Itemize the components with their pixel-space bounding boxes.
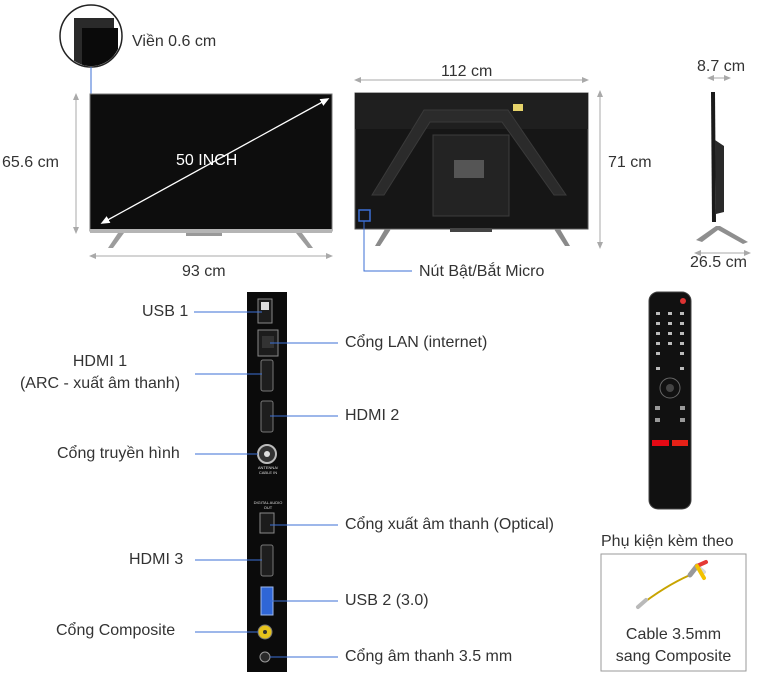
audio35-label: Cổng âm thanh 3.5 mm [345, 648, 513, 665]
side-depth-bottom-label: 26.5 cm [690, 254, 747, 271]
tv-front-icon [89, 93, 333, 248]
usb2-label: USB 2 (3.0) [345, 592, 429, 609]
back-height-label: 71 cm [608, 154, 652, 171]
composite-label: Cổng Composite [56, 622, 176, 639]
bezel-label: Viền 0.6 cm [132, 33, 217, 50]
port-connector-lines [194, 311, 338, 658]
side-depth-top-label: 8.7 cm [697, 58, 746, 75]
cable-icon [636, 560, 708, 609]
tv-side-icon [696, 92, 748, 244]
usb1-label: USB 1 [142, 303, 189, 320]
hdmi1-sublabel: (ARC - xuất âm thanh) [19, 375, 181, 392]
antenna-label: Cổng truyền hình [57, 445, 180, 462]
port-panel [247, 292, 287, 672]
hdmi2-label: HDMI 2 [345, 407, 400, 424]
accessory-item-line1: Cable 3.5mm [625, 626, 722, 643]
remote-control-icon [648, 291, 692, 510]
lan-label: Cổng LAN (internet) [345, 334, 488, 351]
power-button-label: Nút Bật/Bắt Micro [419, 263, 545, 280]
bezel-zoom-icon [59, 4, 123, 95]
accessories-title: Phụ kiện kèm theo [601, 533, 734, 550]
diagonal-label: 50 INCH [176, 152, 238, 169]
tv-back-icon [354, 92, 589, 272]
front-height-label: 65.6 cm [2, 154, 59, 171]
panel-antenna-text: ANTENNA/ CABLE IN [257, 465, 279, 475]
hdmi3-label: HDMI 3 [129, 551, 184, 568]
accessory-box [600, 553, 747, 672]
accessory-item-line2: sang Composite [615, 648, 732, 665]
hdmi1-label: HDMI 1 [72, 353, 128, 370]
optical-label: Cổng xuất âm thanh (Optical) [345, 516, 554, 533]
panel-digital-text: DIGITAL AUDIO OUT [253, 500, 283, 510]
front-width-label: 93 cm [182, 263, 226, 280]
back-width-label: 112 cm [441, 63, 493, 80]
